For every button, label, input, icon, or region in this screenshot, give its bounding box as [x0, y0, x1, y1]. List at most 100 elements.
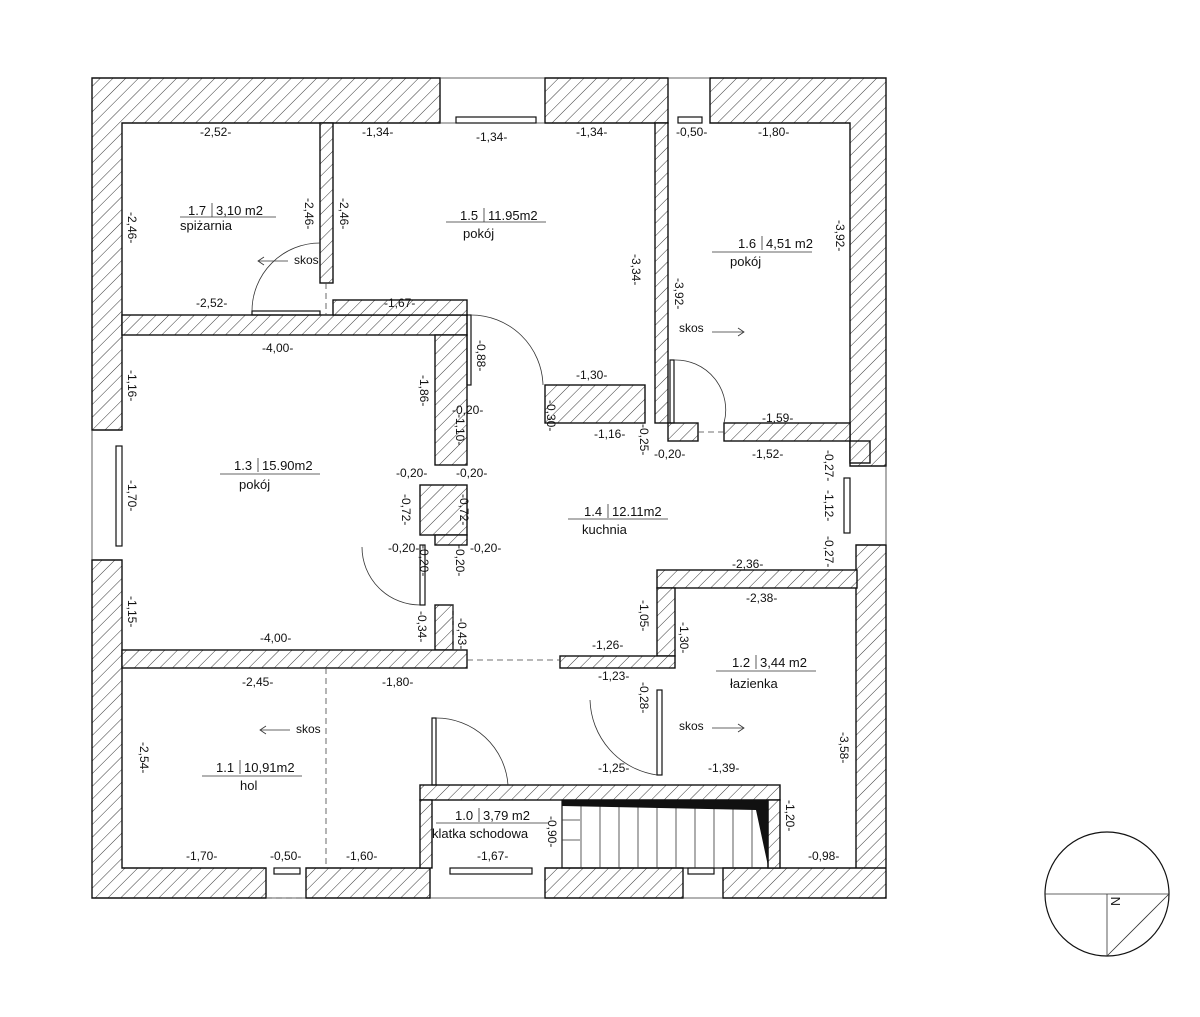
interior-walls [121, 122, 871, 869]
dimension-label: -1,10- [453, 414, 467, 445]
dimension-label: -2,54- [137, 742, 151, 773]
dimension-label: -1,05- [637, 600, 651, 631]
dimension-label: -2,46- [302, 198, 316, 229]
dimension-label: -1,23- [598, 669, 629, 683]
dimension-label: -0,88- [474, 340, 488, 371]
dimension-label: -1,30- [576, 368, 607, 382]
svg-text:1.5: 1.5 [460, 208, 478, 223]
room-label-kuchnia: 1.4 12.11m2 kuchnia [568, 504, 668, 537]
svg-text:1.2: 1.2 [732, 655, 750, 670]
dimension-label: -1,70- [186, 849, 217, 863]
dimension-label: -3,92- [672, 278, 686, 309]
dimension-label: -3,34- [629, 254, 643, 285]
slope-note-lazienka: skos [679, 719, 745, 733]
room-label-pokoj-13: 1.3 15.90m2 pokój [220, 458, 320, 492]
dimension-label: -4,00- [260, 631, 291, 645]
dimension-label: -1,16- [594, 427, 625, 441]
dimension-label: -0,34- [415, 611, 429, 642]
svg-text:1.6: 1.6 [738, 236, 756, 251]
dimension-label: -2,36- [732, 557, 763, 571]
dimension-label: -0,50- [270, 849, 301, 863]
room-label-pokoj-16: 1.6 4,51 m2 pokój [712, 236, 813, 269]
dimension-label: -0,50- [676, 125, 707, 139]
dimension-label: -1,70- [125, 480, 139, 511]
dimension-label: -0,98- [808, 849, 839, 863]
dimension-label: -1,80- [382, 675, 413, 689]
north-compass: N [1044, 831, 1170, 957]
dimension-label: -1,25- [598, 761, 629, 775]
svg-text:1.1: 1.1 [216, 760, 234, 775]
dimension-label: -1,34- [476, 130, 507, 144]
svg-text:spiżarnia: spiżarnia [180, 218, 233, 233]
dimension-label: -2,46- [125, 212, 139, 243]
dimension-label: -1,20- [783, 800, 797, 831]
dimension-label: -0,20- [396, 466, 427, 480]
svg-text:11.95m2: 11.95m2 [488, 208, 538, 223]
dimension-label: -2,46- [337, 198, 351, 229]
dimension-label: -0,27- [822, 536, 836, 567]
room-label-pokoj-15: 1.5 11.95m2 pokój [446, 208, 546, 241]
dimension-label: -0,43- [455, 618, 469, 649]
boundaries [266, 283, 724, 899]
svg-text:skos: skos [679, 719, 704, 733]
svg-text:10,91m2: 10,91m2 [244, 760, 295, 775]
dimension-label: -1,52- [752, 447, 783, 461]
dimension-label: -0,27- [822, 450, 836, 481]
room-label-hol: 1.1 10,91m2 hol [202, 760, 302, 793]
room-label-spizarnia: 1.7 3,10 m2 spiżarnia [180, 203, 276, 233]
svg-text:hol: hol [240, 778, 257, 793]
svg-text:pokój: pokój [239, 477, 270, 492]
svg-text:3,10 m2: 3,10 m2 [216, 203, 263, 218]
svg-text:pokój: pokój [730, 254, 761, 269]
dimension-label: -2,45- [242, 675, 273, 689]
windows [91, 77, 887, 899]
dimension-label: -2,38- [746, 591, 777, 605]
staircase [561, 799, 769, 869]
dimension-label: -1,34- [362, 125, 393, 139]
dimension-label: -1,59- [762, 411, 793, 425]
svg-text:skos: skos [296, 722, 321, 736]
dimension-label: -0,20- [456, 466, 487, 480]
dimension-label: -0,20- [452, 403, 483, 417]
dimension-label: -0,30- [544, 400, 558, 431]
room-label-lazienka: 1.2 3,44 m2 łazienka [716, 655, 816, 691]
slope-note-hol: skos [259, 722, 321, 736]
svg-text:klatka schodowa: klatka schodowa [432, 826, 529, 841]
dimension-label: -3,92- [833, 220, 847, 251]
dimension-label: -0,72- [399, 494, 413, 525]
dimension-label: -1,12- [822, 490, 836, 521]
doors [251, 242, 727, 786]
dimension-label: -0,20- [453, 545, 467, 576]
svg-text:skos: skos [294, 253, 319, 267]
dimension-label: -0,28- [637, 682, 651, 713]
dimension-label: -0,20- [417, 545, 431, 576]
svg-text:3,44 m2: 3,44 m2 [760, 655, 807, 670]
svg-text:skos: skos [679, 321, 704, 335]
svg-text:3,79 m2: 3,79 m2 [483, 808, 530, 823]
svg-text:1.7: 1.7 [188, 203, 206, 218]
svg-text:15.90m2: 15.90m2 [262, 458, 313, 473]
dimension-label: -2,52- [196, 296, 227, 310]
dimension-label: -1,16- [125, 370, 139, 401]
svg-text:1.0: 1.0 [455, 808, 473, 823]
dimension-label: -1,67- [384, 296, 415, 310]
slope-note-pokoj-16: skos [679, 321, 745, 337]
dimension-label: -0,25- [637, 424, 651, 455]
dimension-label: -0,72- [457, 494, 471, 525]
svg-text:łazienka: łazienka [730, 676, 778, 691]
dimension-label: -1,60- [346, 849, 377, 863]
slope-note-spizarnia: skos [257, 253, 319, 267]
dimension-label: -2,52- [200, 125, 231, 139]
dimension-label: -0,20- [470, 541, 501, 555]
dimension-label: -1,26- [592, 638, 623, 652]
exterior-walls [91, 77, 887, 899]
dimension-label: -0,20- [388, 541, 419, 555]
svg-text:12.11m2: 12.11m2 [612, 504, 662, 519]
dimension-label: -1,80- [758, 125, 789, 139]
svg-text:1.4: 1.4 [584, 504, 602, 519]
slope-annotations: skos skos skos skos [257, 253, 745, 736]
svg-text:1.3: 1.3 [234, 458, 252, 473]
svg-text:4,51 m2: 4,51 m2 [766, 236, 813, 251]
dimension-label: -0,20- [654, 447, 685, 461]
